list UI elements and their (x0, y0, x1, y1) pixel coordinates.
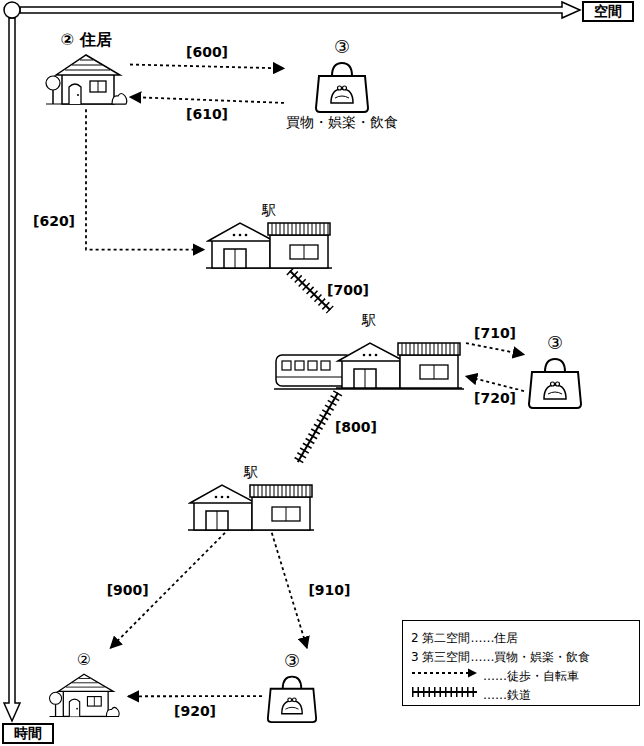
station-icon (188, 481, 314, 531)
dotted-route (466, 376, 524, 391)
legend-text: 2 第二空間……住居 (411, 630, 518, 646)
walking-route-arrow (272, 533, 307, 648)
station-train-icon (274, 329, 464, 391)
callout-number: ③ (334, 36, 350, 58)
legend-text: 3 第三空間……買物・娯楽・飲食 (411, 649, 590, 665)
walking-route-arrow (86, 109, 204, 249)
dotted-route (130, 97, 284, 103)
legend-row: ……鉄道 (403, 684, 639, 700)
station-icon (206, 219, 332, 269)
third-space-node: ③ 買物・娯楽・飲食 (284, 34, 400, 132)
legend-row: ……徒歩・自転車 (403, 665, 639, 681)
station-label: 駅 (244, 464, 258, 481)
walking-route-arrow (130, 65, 284, 69)
route-number: [900] (105, 582, 151, 599)
third-space-node: ③ (262, 648, 322, 726)
residence-node: ② (40, 648, 128, 721)
shopping-bag-icon (526, 354, 584, 410)
dotted-route (466, 343, 524, 354)
shopping-bag-icon (313, 58, 371, 114)
station-label: 駅 (262, 202, 276, 219)
legend-box: 2 第二空間……住居 3 第三空間……買物・娯楽・飲食 ……徒歩・自転車 ……鉄道 (402, 620, 640, 706)
house-icon (42, 669, 126, 719)
walking-route-arrow (128, 696, 262, 697)
callout-number: ② (77, 650, 91, 669)
route-number: [710] (472, 325, 518, 342)
station-node: 駅 (186, 462, 316, 533)
station-label: 駅 (362, 312, 376, 329)
dotted-route (272, 533, 307, 648)
callout-number: ③ (284, 650, 300, 672)
legend-row: 3 第三空間……買物・娯楽・飲食 (403, 646, 639, 662)
station-node: 駅 (204, 200, 334, 271)
route-number: [800] (333, 419, 379, 436)
residence-node: ② 住居 (42, 28, 130, 109)
dotted-route (128, 695, 262, 697)
route-number: [920] (172, 703, 218, 720)
axis-label: 空間 (594, 3, 622, 20)
legend-walk-sample (411, 667, 479, 679)
house-icon (44, 49, 128, 107)
route-number: [620] (31, 213, 77, 230)
axis-origin (4, 2, 20, 18)
axis-label-box: 時間 (2, 723, 54, 744)
route-number: [700] (325, 282, 371, 299)
dotted-route (130, 65, 284, 69)
place-label: 買物・娯楽・飲食 (286, 114, 398, 131)
callout-number: ③ (547, 332, 563, 354)
station-node: 駅 (272, 310, 466, 393)
legend-rail-sample (411, 686, 479, 698)
route-number: [910] (306, 582, 352, 599)
route-number: [600] (184, 44, 230, 61)
route-number: [610] (184, 106, 230, 123)
time-axis-arrow (4, 18, 20, 721)
legend-text: ……徒歩・自転車 (483, 668, 579, 684)
dotted-route (86, 109, 204, 249)
legend-row: 2 第二空間……住居 (403, 627, 639, 643)
walking-route-arrow (130, 97, 284, 103)
axis-label: 時間 (14, 725, 42, 742)
place-label: ② 住居 (60, 30, 111, 49)
legend-text: ……鉄道 (483, 687, 531, 703)
axis-label-box: 空間 (582, 1, 634, 22)
third-space-node: ③ (524, 330, 586, 412)
route-number: [720] (472, 390, 518, 407)
walking-route-arrow (466, 376, 524, 391)
space-axis-arrow (20, 2, 580, 18)
walking-route-arrow (466, 343, 524, 354)
shopping-bag-icon (264, 672, 320, 724)
